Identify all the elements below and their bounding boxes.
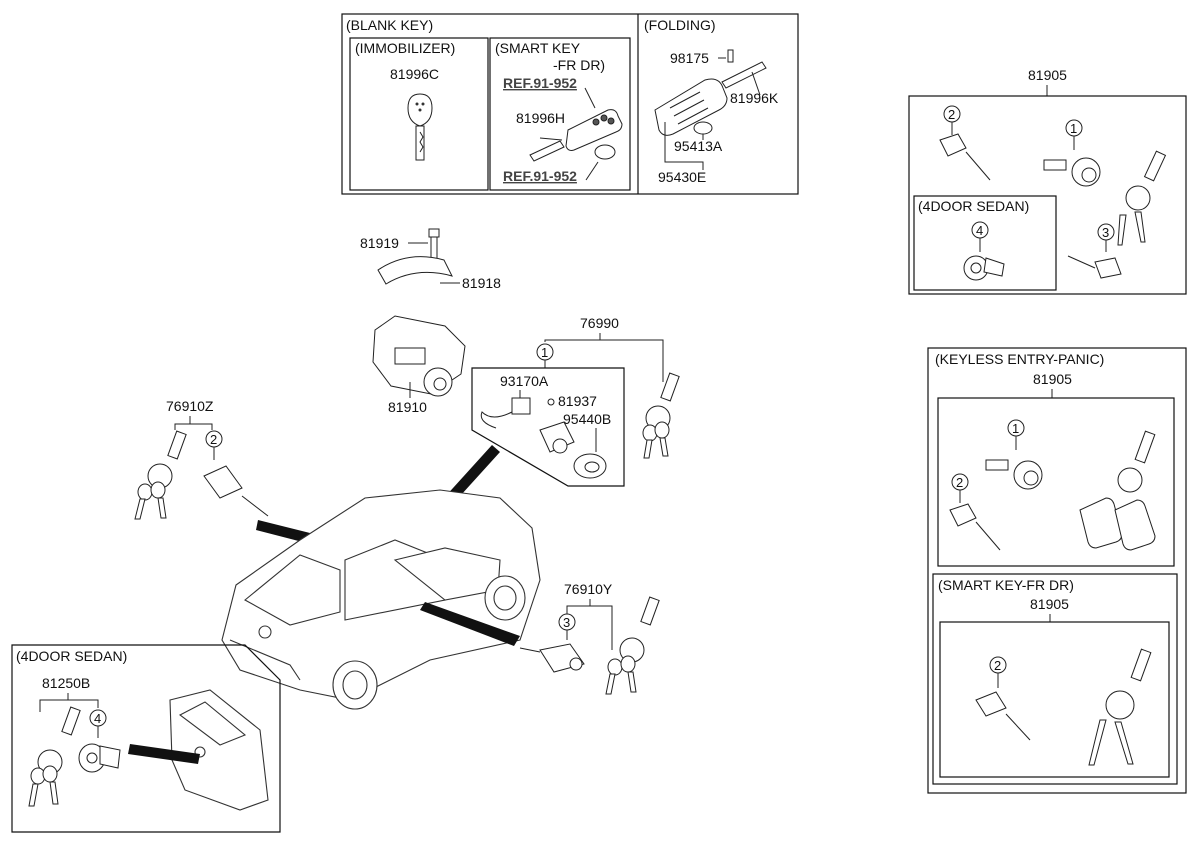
four-door-sedan-frame-left	[11, 644, 281, 833]
part-81919: 81919	[360, 235, 399, 251]
ignition-cylinder-icon	[1043, 157, 1101, 187]
door-lock-76910Y-group: 76910Y 3	[420, 581, 660, 695]
ignition-assembly-group: 81919 81918 81910	[360, 228, 501, 415]
key-pair-icon	[134, 430, 187, 520]
smart-key-fr-dr-title: (SMART KEY-FR DR)	[938, 577, 1074, 593]
part-81996K: 81996K	[730, 90, 779, 106]
smart-key-fob-icon	[565, 109, 623, 151]
door-lock-76910Z-group: 76910Z 2	[134, 398, 322, 546]
svg-text:1: 1	[1070, 121, 1077, 136]
part-81905-keyless: 81905	[1033, 371, 1072, 387]
vehicle-outline	[221, 489, 541, 710]
trunk-lock-icon	[78, 743, 121, 773]
four-door-sedan-left-group: (4DOOR SEDAN) 81250B 4	[11, 644, 281, 833]
part-81905-smart: 81905	[1030, 596, 1069, 612]
ref-91-952-bottom[interactable]: REF.91-952	[503, 168, 577, 184]
part-95430E: 95430E	[658, 169, 706, 185]
blank-key-group: (BLANK KEY) (IMMOBILIZER) 81996C (SMART …	[341, 13, 799, 195]
svg-text:4: 4	[976, 223, 983, 238]
part-81937: 81937	[558, 393, 597, 409]
part-76910Y: 76910Y	[564, 581, 613, 597]
key-pair-icon	[28, 706, 81, 807]
blank-key-title: (BLANK KEY)	[346, 17, 433, 33]
bolt-icon	[428, 228, 440, 260]
part-81250B: 81250B	[42, 675, 90, 691]
ignition-kit-frame	[471, 367, 625, 487]
keyless-entry-frame	[927, 347, 1187, 794]
svg-text:3: 3	[1102, 225, 1109, 240]
immobilizer-frame	[349, 37, 489, 191]
svg-text:1: 1	[1012, 421, 1019, 436]
part-81905-top: 81905	[1028, 67, 1067, 83]
part-93170A: 93170A	[500, 373, 549, 389]
pointer-arrow	[128, 744, 200, 764]
smart-key-title-1: (SMART KEY	[495, 40, 581, 56]
lock-set-frame	[908, 95, 1187, 295]
svg-text:2: 2	[956, 475, 963, 490]
pointer-arrow	[420, 602, 520, 646]
part-81910: 81910	[388, 399, 427, 415]
part-95440B: 95440B	[563, 411, 611, 427]
screw-icon	[547, 398, 555, 406]
shear-bolt-bracket-icon	[377, 256, 453, 285]
folding-title: (FOLDING)	[644, 17, 716, 33]
svg-text:2: 2	[948, 107, 955, 122]
part-81996C: 81996C	[390, 66, 439, 82]
part-95413A: 95413A	[674, 138, 723, 154]
emergency-key-icon	[529, 137, 565, 162]
svg-text:1: 1	[541, 345, 548, 360]
key-pair-icon	[605, 596, 660, 695]
immobilizer-key-icon	[407, 93, 433, 161]
smart-key-inner-frame	[939, 621, 1170, 778]
part-76910Z: 76910Z	[166, 398, 214, 414]
sedan-trunk-outline	[169, 689, 269, 811]
part-76990: 76990	[580, 315, 619, 331]
four-door-sedan-title-right: (4DOOR SEDAN)	[918, 198, 1029, 214]
part-81996H: 81996H	[516, 110, 565, 126]
antenna-coil-icon	[573, 453, 607, 479]
four-door-sedan-title-left: (4DOOR SEDAN)	[16, 648, 127, 664]
key-ring-icon	[1117, 150, 1167, 246]
immobilizer-title: (IMMOBILIZER)	[355, 40, 455, 56]
battery-icon	[594, 144, 616, 160]
ref-91-952-top[interactable]: REF.91-952	[503, 75, 577, 91]
four-door-sedan-frame-right	[913, 195, 1057, 291]
svg-text:3: 3	[563, 615, 570, 630]
steering-lock-body-icon	[372, 315, 466, 397]
key-pair-icon	[642, 372, 680, 459]
trunk-lock-icon	[963, 255, 1005, 281]
door-lock-cylinder-icon	[203, 465, 269, 517]
folding-key-fob-icon	[654, 78, 728, 136]
ignition-cylinder-icon	[985, 459, 1043, 490]
door-lock-cylinder-icon	[975, 691, 1031, 741]
keyless-inner-frame	[937, 397, 1175, 567]
door-lock-cylinder-icon	[949, 503, 1001, 551]
folding-key-blade-icon	[721, 61, 767, 89]
svg-text:4: 4	[94, 711, 101, 726]
keyless-entry-panic-group: (KEYLESS ENTRY-PANIC) 81905 1 2 (SMART K…	[927, 347, 1187, 794]
svg-text:2: 2	[994, 658, 1001, 673]
key-cylinder-icon	[539, 421, 575, 454]
remote-fob-keys-icon	[1079, 430, 1156, 551]
part-98175: 98175	[670, 50, 709, 66]
mechanical-key-icon	[1088, 648, 1152, 766]
smart-key-frame	[489, 37, 631, 191]
fob-battery-icon	[693, 121, 713, 135]
smart-key-title-2: -FR DR)	[553, 57, 605, 73]
smart-key-fr-dr-frame	[932, 573, 1178, 785]
svg-text:2: 2	[210, 432, 217, 447]
immobilizer-antenna-icon	[480, 397, 531, 429]
door-lock-cylinder-icon	[939, 133, 991, 181]
door-lock-icon	[1067, 255, 1122, 279]
lock-set-81905-group: 81905 2 1 (4DOOR SEDAN) 4	[908, 67, 1187, 295]
part-81918: 81918	[462, 275, 501, 291]
door-lock-cylinder-icon	[519, 643, 585, 673]
keyless-entry-title: (KEYLESS ENTRY-PANIC)	[935, 351, 1104, 367]
blank-key-frame	[341, 13, 799, 195]
